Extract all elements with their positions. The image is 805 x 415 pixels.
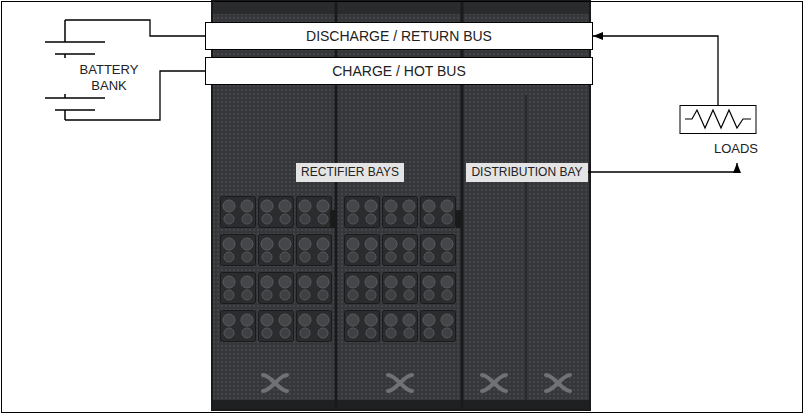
rectifier-module: [259, 311, 294, 342]
rectifier-module: [297, 273, 332, 304]
rectifier-module: [297, 311, 332, 342]
brand-logo: [482, 375, 506, 391]
resistor-box: [680, 106, 756, 134]
rectifier-module: [345, 235, 380, 266]
rectifier-module: [259, 273, 294, 304]
bus-bar: CHARGE / HOT BUS: [205, 57, 593, 85]
node-label: LOADS: [711, 141, 761, 157]
door-split: [525, 95, 527, 400]
rectifier-module: [221, 197, 256, 228]
brand-logo: [263, 375, 287, 391]
rectifier-module: [259, 235, 294, 266]
resistor-zigzag: [685, 110, 751, 128]
rectifier-module: [221, 311, 256, 342]
battery-plate: [45, 41, 105, 43]
wire-connector: [65, 71, 205, 120]
wire-connector: [65, 20, 205, 36]
battery-plate: [55, 53, 95, 55]
battery-plate: [64, 20, 66, 42]
rectifier-modules: [221, 197, 456, 342]
door-handle: [330, 210, 335, 228]
rectifier-module: [221, 273, 256, 304]
door-handle: [456, 210, 461, 228]
brand-logos: [263, 375, 570, 391]
node-label: DISTRIBUTION BAY: [471, 165, 582, 180]
rectifier-module: [345, 197, 380, 228]
brand-logo: [388, 375, 412, 391]
rectifier-module: [259, 197, 294, 228]
rectifier-module: [421, 273, 456, 304]
battery-plate: [45, 97, 105, 99]
rectifier-module: [345, 311, 380, 342]
brand-logo: [546, 375, 570, 391]
cabinet-plinth: [212, 400, 590, 410]
battery-plate: [64, 54, 66, 58]
rectifier-module: [297, 235, 332, 266]
rectifier-module: [383, 235, 418, 266]
rectifier-module: [383, 311, 418, 342]
battery-plate: [55, 109, 95, 111]
rectifier-module: [421, 311, 456, 342]
rectifier-module: [221, 235, 256, 266]
load-resistor: LOADS: [675, 105, 761, 163]
bay-label: DISTRIBUTION BAY: [466, 163, 587, 182]
rectifier-module: [421, 235, 456, 266]
wire-connector: [593, 36, 718, 105]
wire-connector: [588, 163, 737, 172]
battery-plate: [64, 110, 66, 120]
rectifier-module: [345, 273, 380, 304]
bus-bar: DISCHARGE / RETURN BUS: [205, 22, 593, 50]
rectifier-module: [383, 273, 418, 304]
bay-label: RECTIFIER BAYS: [296, 163, 404, 182]
rectifier-module: [421, 197, 456, 228]
battery-bank: BATTERY BANK: [40, 20, 140, 120]
node-label: CHARGE / HOT BUS: [332, 63, 466, 79]
node-label: DISCHARGE / RETURN BUS: [306, 28, 492, 44]
rectifier-module: [297, 197, 332, 228]
node-label: RECTIFIER BAYS: [301, 165, 399, 180]
node-label: BATTERY BANK: [76, 62, 142, 94]
cabinet-top: [212, 0, 590, 14]
rectifier-module: [383, 197, 418, 228]
